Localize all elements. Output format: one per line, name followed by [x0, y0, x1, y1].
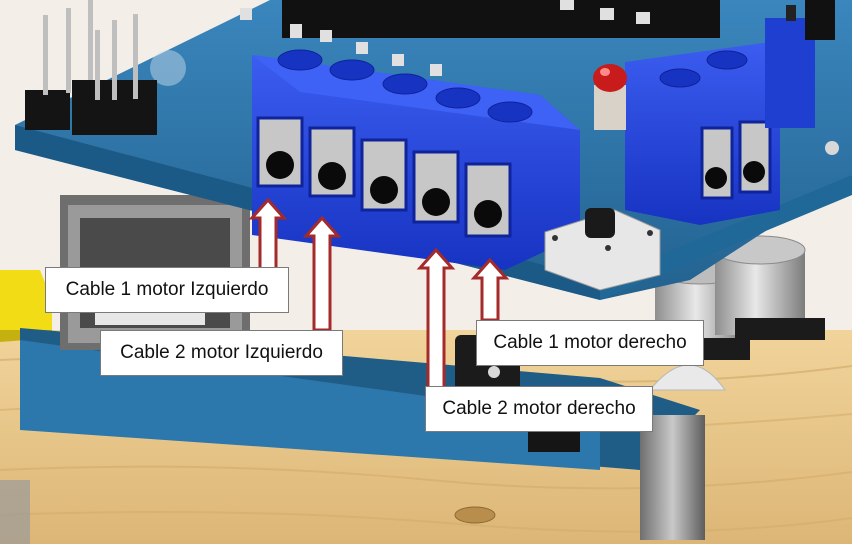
terminal-block-small — [625, 42, 780, 225]
arrow-cable1-right — [470, 257, 510, 322]
label-cable2-right-motor: Cable 2 motor derecho — [425, 386, 653, 432]
label-cable2-left-motor: Cable 2 motor Izquierdo — [100, 330, 343, 376]
label-cable1-left-motor: Cable 1 motor Izquierdo — [45, 267, 289, 313]
terminal-block-large — [252, 49, 580, 270]
pin-headers — [25, 0, 157, 135]
jumper — [765, 0, 835, 128]
push-button — [544, 208, 661, 291]
red-led — [593, 64, 627, 130]
arrow-cable2-right — [416, 247, 456, 392]
hex-standoff — [640, 415, 705, 540]
arrow-cable2-left — [302, 215, 342, 332]
label-cable1-right-motor: Cable 1 motor derecho — [476, 320, 704, 366]
